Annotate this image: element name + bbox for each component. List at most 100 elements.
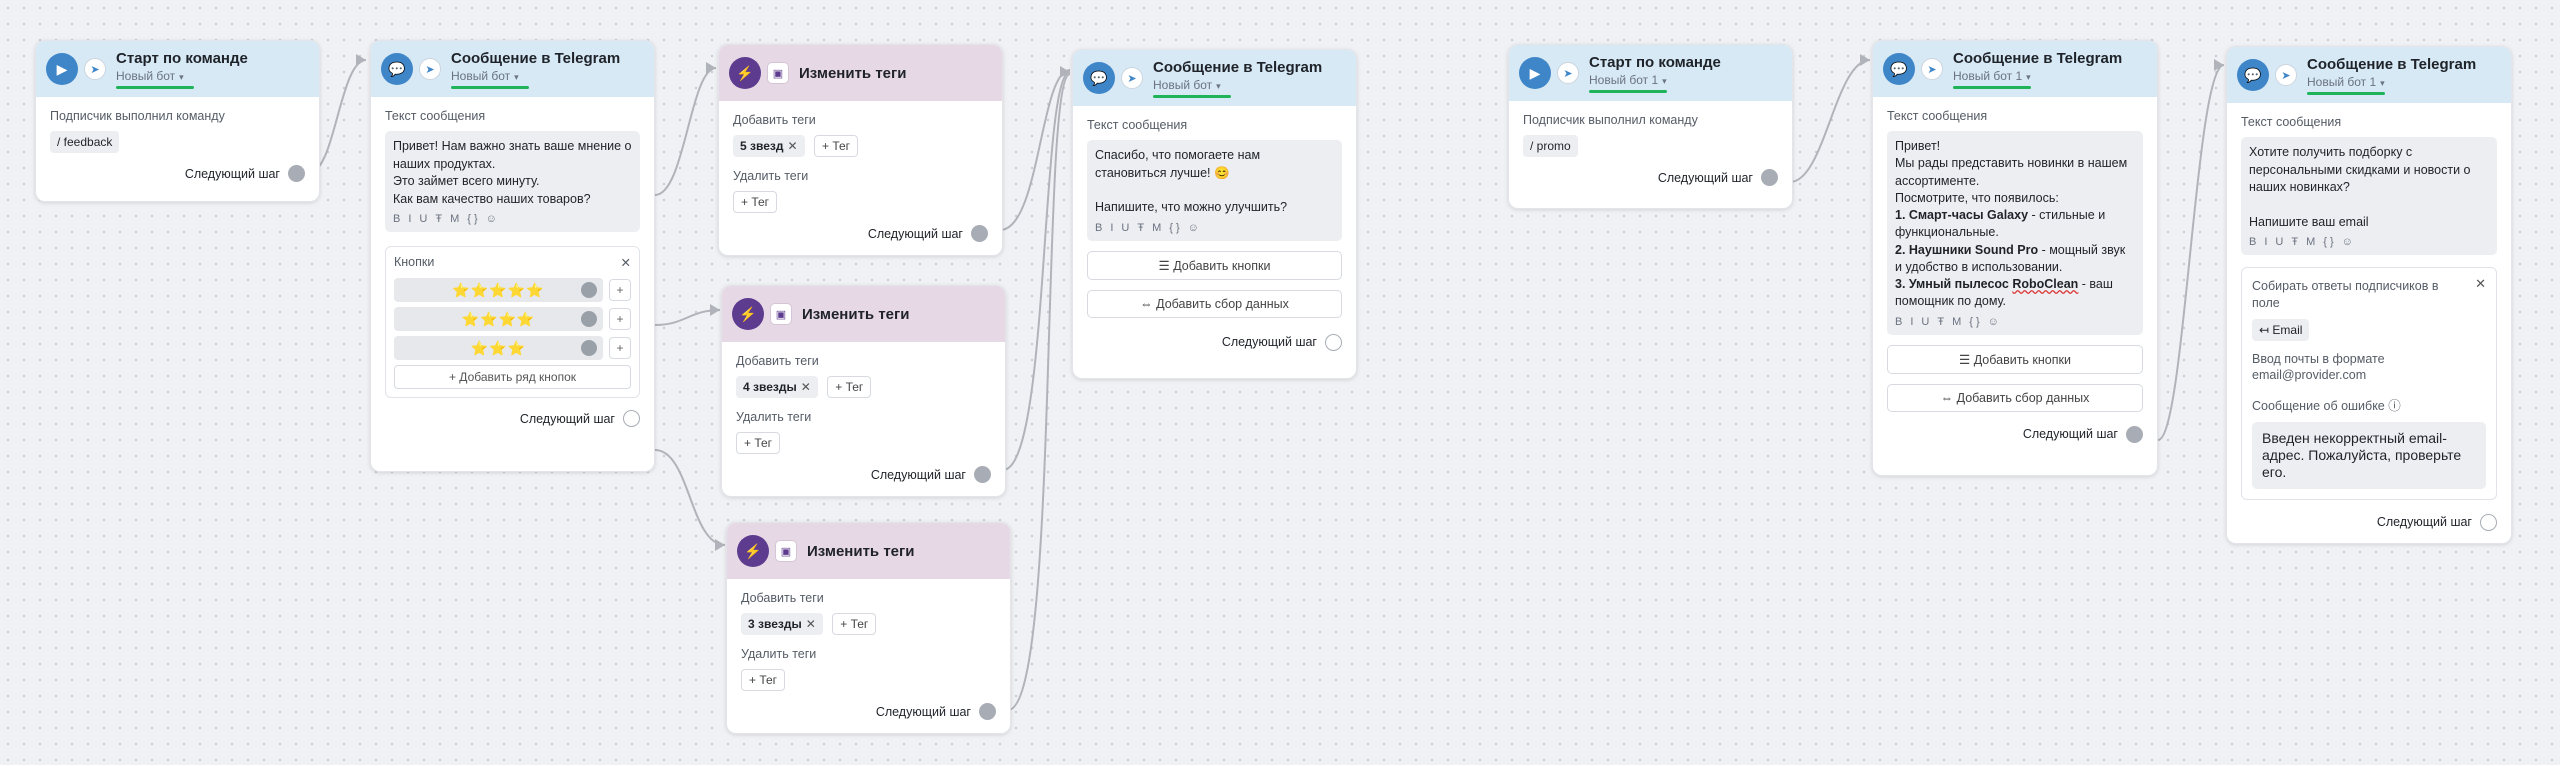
bot-selector[interactable]: Новый бот 1▾ (1953, 68, 2031, 83)
start-command-card[interactable]: ▶ ➤ Старт по команде Новый бот 1▾ Подпис… (1508, 44, 1793, 209)
add-buttons-button[interactable]: ☰ Добавить кнопки (1087, 250, 1342, 280)
bold-button[interactable]: B (1095, 221, 1103, 234)
message-editor[interactable]: Спасибо, что помогаете нам становиться л… (1087, 140, 1342, 241)
message-editor[interactable]: Хотите получить подборку с персональными… (2241, 137, 2497, 256)
bot-selector[interactable]: Новый бот▾ (451, 68, 519, 83)
emoji-icon[interactable]: ☺ (485, 213, 497, 225)
strike-button[interactable]: Ŧ (1137, 221, 1145, 234)
change-tags-card[interactable]: ⚡ ▣ Изменить теги Добавить теги 4 звезды… (721, 285, 1006, 497)
strike-button[interactable]: Ŧ (1937, 315, 1945, 328)
bot-selector[interactable]: Новый бот▾ (1153, 77, 1221, 92)
emoji-icon[interactable]: ☺ (2341, 236, 2353, 248)
italic-button[interactable]: I (1110, 221, 1114, 234)
bold-button[interactable]: B (1895, 315, 1903, 328)
change-tags-card[interactable]: ⚡ ▣ Изменить теги Добавить теги 3 звезды… (726, 522, 1011, 734)
remove-tag-button[interactable]: + Тег (736, 432, 781, 454)
message-editor[interactable]: Привет! Мы рады представить новинки в на… (1887, 131, 2143, 335)
button-connector[interactable] (581, 311, 597, 328)
message-line: Напишите ваш email (2249, 214, 2369, 229)
add-data-collection-button[interactable]: ⇔ Добавить сбор данных (1087, 289, 1342, 318)
keyboard-button[interactable]: ⭐⭐⭐⭐⭐ (394, 278, 603, 303)
next-step-connector[interactable] (2126, 425, 2143, 443)
next-step-connector[interactable] (971, 225, 988, 242)
format-toolbar: B I U Ŧ M { } ☺ (393, 212, 632, 227)
underline-button[interactable]: U (419, 213, 428, 225)
mono-button[interactable]: M (1152, 221, 1162, 234)
message-line: становиться лучше! 😊 (1095, 165, 1230, 180)
emoji-icon[interactable]: ☺ (1187, 221, 1199, 234)
bold-button[interactable]: B (393, 213, 401, 225)
error-message-input[interactable]: Введен некорректный email-адрес. Пожалуй… (2252, 422, 2486, 489)
next-step-connector[interactable] (979, 703, 996, 720)
command-chip[interactable]: / feedback (50, 131, 120, 153)
keyboard-button[interactable]: ⭐⭐⭐⭐ (394, 307, 603, 332)
message-line: Привет! (1895, 139, 1941, 153)
change-tags-card[interactable]: ⚡ ▣ Изменить теги Добавить теги 5 звезд✕… (718, 44, 1003, 256)
next-step-connector[interactable] (1761, 169, 1778, 186)
close-icon[interactable]: ✕ (620, 256, 631, 271)
tag-chip[interactable]: 4 звезды✕ (736, 376, 818, 398)
underline-button[interactable]: U (1121, 221, 1130, 234)
remove-tag-icon[interactable]: ✕ (787, 139, 798, 153)
remove-tag-button[interactable]: + Тег (733, 191, 778, 213)
telegram-message-card[interactable]: 💬 ➤ Сообщение в Telegram Новый бот▾ Текс… (1072, 49, 1357, 379)
command-chip[interactable]: / promo (1523, 135, 1578, 157)
next-step-label: Следующий шаг (1221, 335, 1317, 350)
next-step-connector[interactable] (288, 165, 305, 182)
keyboard-button[interactable]: ⭐⭐⭐ (394, 336, 603, 361)
bold-button[interactable]: B (2249, 236, 2257, 248)
add-button-icon[interactable]: + (609, 308, 631, 331)
button-connector[interactable] (581, 340, 597, 357)
button-connector[interactable] (581, 282, 597, 299)
add-buttons-button[interactable]: ☰ Добавить кнопки (1887, 344, 2143, 374)
code-button[interactable]: { } (1169, 221, 1180, 234)
underline-button[interactable]: U (2275, 236, 2284, 248)
bot-selector[interactable]: Новый бот 1▾ (2307, 74, 2385, 89)
message-label: Текст сообщения (1887, 109, 1988, 123)
italic-button[interactable]: I (408, 213, 412, 225)
next-step-connector[interactable] (1325, 333, 1342, 351)
message-editor[interactable]: Привет! Нам важно знать ваше мнение о на… (385, 131, 640, 233)
next-step-connector[interactable] (974, 466, 991, 483)
code-button[interactable]: { } (467, 213, 478, 225)
mono-button[interactable]: M (1952, 315, 1962, 328)
bot-selector[interactable]: Новый бот 1▾ (1589, 72, 1667, 87)
code-button[interactable]: { } (1969, 315, 1980, 328)
add-button-row[interactable]: + Добавить ряд кнопок (394, 365, 631, 390)
remove-tag-icon[interactable]: ✕ (805, 617, 816, 631)
field-selector[interactable]: ↤ Email (2252, 318, 2310, 341)
add-button-icon[interactable]: + (609, 279, 631, 302)
message-line (1095, 182, 1334, 199)
code-button[interactable]: { } (2323, 236, 2334, 248)
remove-tag-icon[interactable]: ✕ (800, 380, 811, 394)
add-data-collection-button[interactable]: ⇔ Добавить сбор данных (1887, 383, 2143, 412)
tag-chip[interactable]: 5 звезд✕ (733, 135, 805, 157)
bot-selector[interactable]: Новый бот▾ (116, 68, 184, 83)
add-tags-label: Добавить теги (733, 113, 816, 127)
mono-button[interactable]: M (2306, 236, 2316, 248)
next-step-label: Следующий шаг (184, 166, 280, 181)
strike-button[interactable]: Ŧ (2291, 236, 2299, 248)
telegram-message-card[interactable]: 💬 ➤ Сообщение в Telegram Новый бот 1▾ Те… (1872, 40, 2158, 476)
telegram-message-card[interactable]: 💬 ➤ Сообщение в Telegram Новый бот 1▾ Те… (2226, 46, 2512, 544)
add-button-icon[interactable]: + (609, 337, 631, 360)
underline-button[interactable]: U (1921, 315, 1930, 328)
tag-chip[interactable]: 3 звезды✕ (741, 613, 823, 635)
close-icon[interactable]: ✕ (2475, 276, 2486, 292)
next-step-connector[interactable] (2480, 513, 2497, 531)
next-step-connector[interactable] (623, 410, 640, 428)
remove-tag-button[interactable]: + Тег (741, 669, 786, 691)
add-tag-button[interactable]: + Тег (827, 376, 872, 398)
strike-button[interactable]: Ŧ (435, 213, 443, 225)
telegram-message-card[interactable]: 💬 ➤ Сообщение в Telegram Новый бот▾ Текс… (370, 40, 655, 472)
emoji-icon[interactable]: ☺ (1987, 315, 1999, 328)
italic-button[interactable]: I (1910, 315, 1914, 328)
start-command-card[interactable]: ▶ ➤ Старт по команде Новый бот▾ Подписчи… (35, 40, 320, 202)
wire-tags2-tg2 (1002, 71, 1071, 471)
mono-button[interactable]: M (450, 213, 460, 225)
add-tag-button[interactable]: + Тег (814, 135, 859, 157)
italic-button[interactable]: I (2264, 236, 2268, 248)
add-tag-button[interactable]: + Тег (832, 613, 877, 635)
card-title: Изменить теги (799, 64, 907, 82)
wire-tg3-tg4 (2157, 64, 2225, 441)
